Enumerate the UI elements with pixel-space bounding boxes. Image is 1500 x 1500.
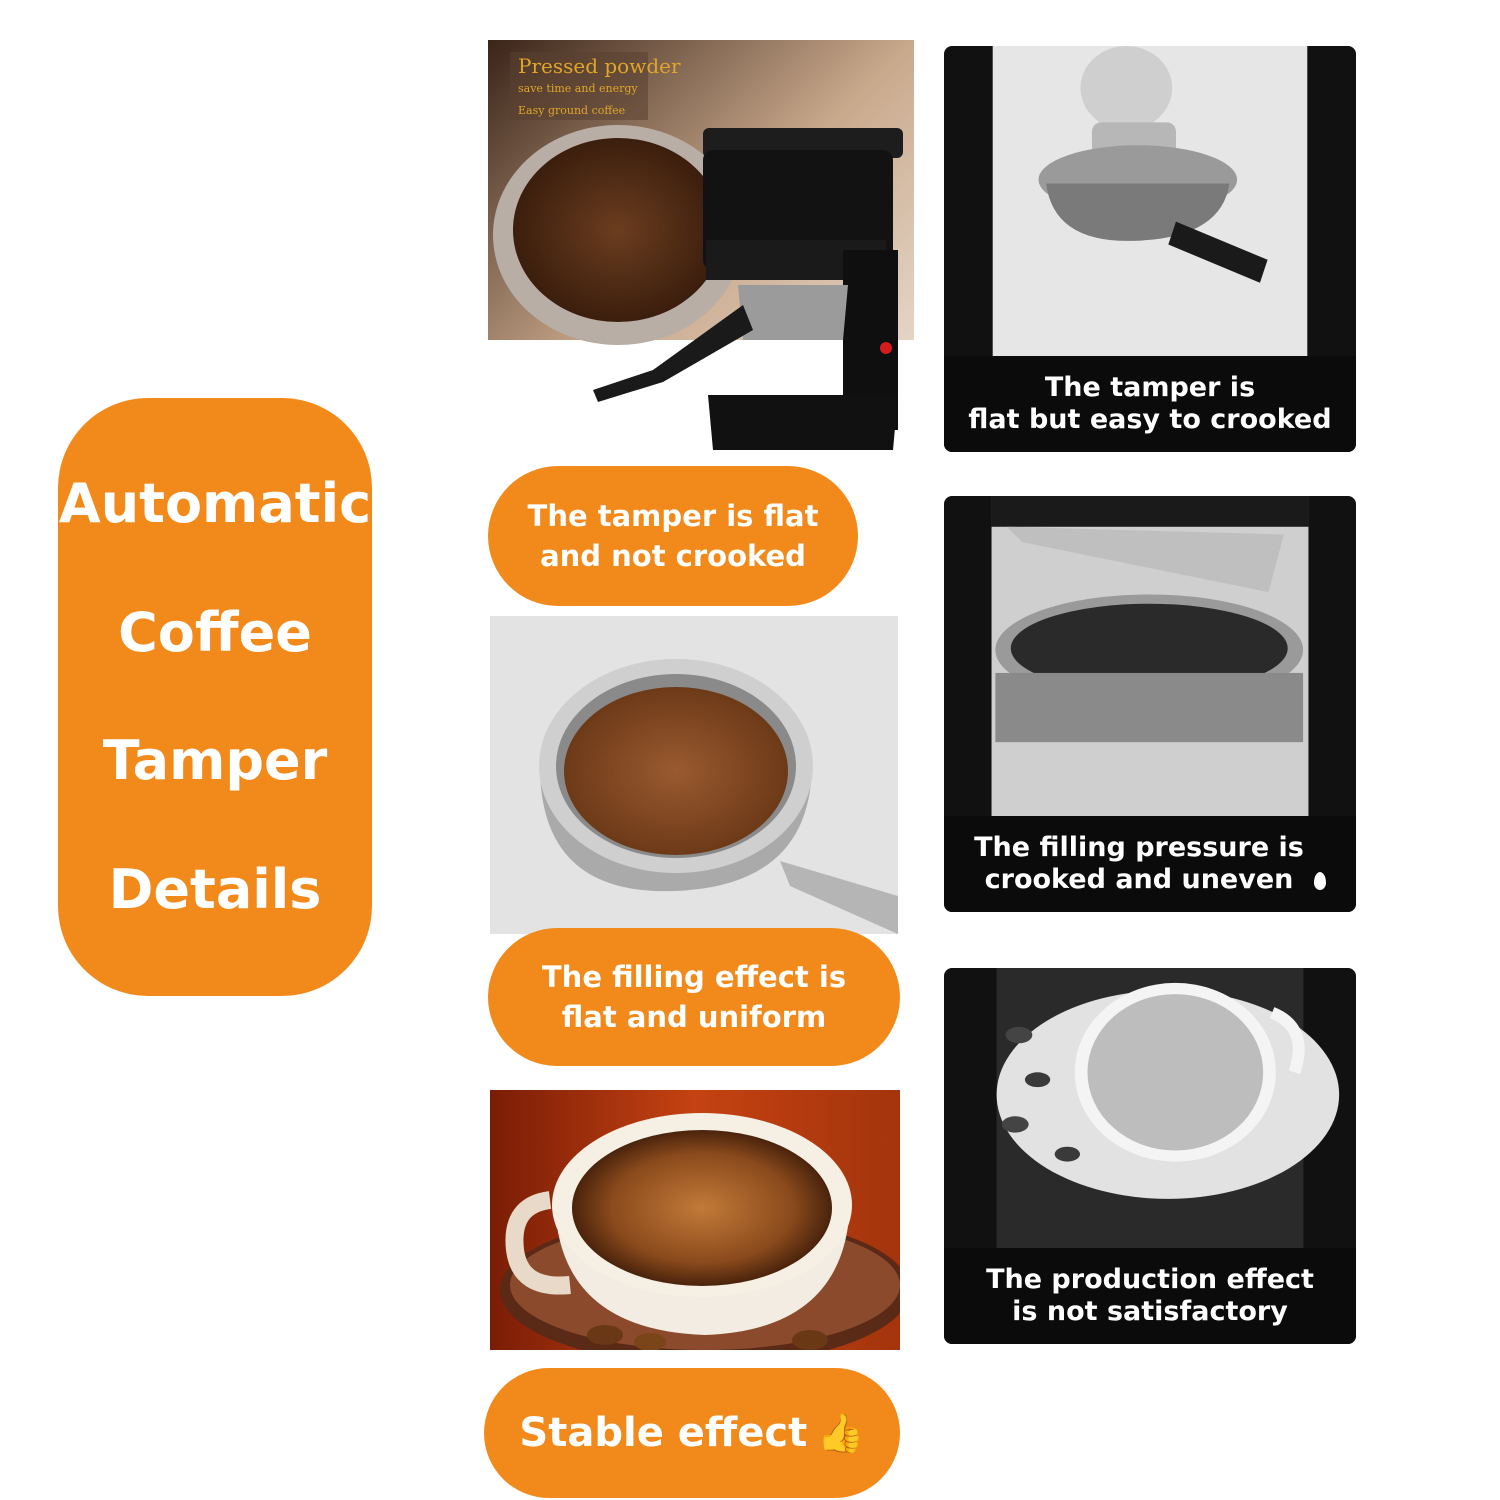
stable-effect-label: Stable effect (519, 1410, 808, 1456)
good-caption-stable: Stable effect 👍 (484, 1368, 900, 1498)
bad-caption-tamper: The tamper is flat but easy to crooked (944, 356, 1356, 452)
bad-caption-filling-text: The filling pressure is crooked and unev… (974, 832, 1304, 895)
drop-icon (1313, 872, 1326, 890)
uneven-filling-illustration (991, 496, 1309, 816)
bad-panel-tamper: The tamper is flat but easy to crooked (944, 46, 1356, 452)
espresso-cup-photo (490, 1090, 900, 1350)
tamper-machine-illustration (488, 40, 914, 456)
filled-portafilter-photo (490, 616, 898, 934)
product-overlay-text: Pressed powder save time and energy Easy… (518, 54, 681, 122)
good-caption-filling: The filling effect is flat and uniform (488, 928, 900, 1066)
bad-panel-filling: The filling pressure is crooked and unev… (944, 496, 1356, 912)
overlay-title: Pressed powder (518, 54, 681, 78)
bad-panel-production: The production effect is not satisfactor… (944, 968, 1356, 1344)
bad-caption-production: The production effect is not satisfactor… (944, 1248, 1356, 1344)
title-line-3: Tamper (102, 729, 328, 793)
good-caption-tamper: The tamper is flat and not crooked (488, 466, 858, 606)
thumbs-up-icon: 👍 (817, 1410, 865, 1455)
overlay-line-2: Easy ground coffee (518, 104, 626, 117)
bad-caption-filling: The filling pressure is crooked and unev… (944, 816, 1356, 912)
title-line-1: Automatic (58, 472, 372, 536)
title-line-4: Details (108, 857, 322, 921)
manual-tamper-illustration (992, 46, 1308, 356)
title-line-2: Coffee (118, 600, 312, 664)
overlay-line-1: save time and energy (518, 82, 638, 95)
product-photo: Pressed powder save time and energy Easy… (488, 40, 914, 456)
coffee-cup-grayscale-illustration (996, 968, 1340, 1248)
espresso-cup-illustration (490, 1090, 900, 1350)
title-pill: Automatic Coffee Tamper Details (58, 398, 372, 996)
portafilter-illustration (490, 616, 898, 934)
